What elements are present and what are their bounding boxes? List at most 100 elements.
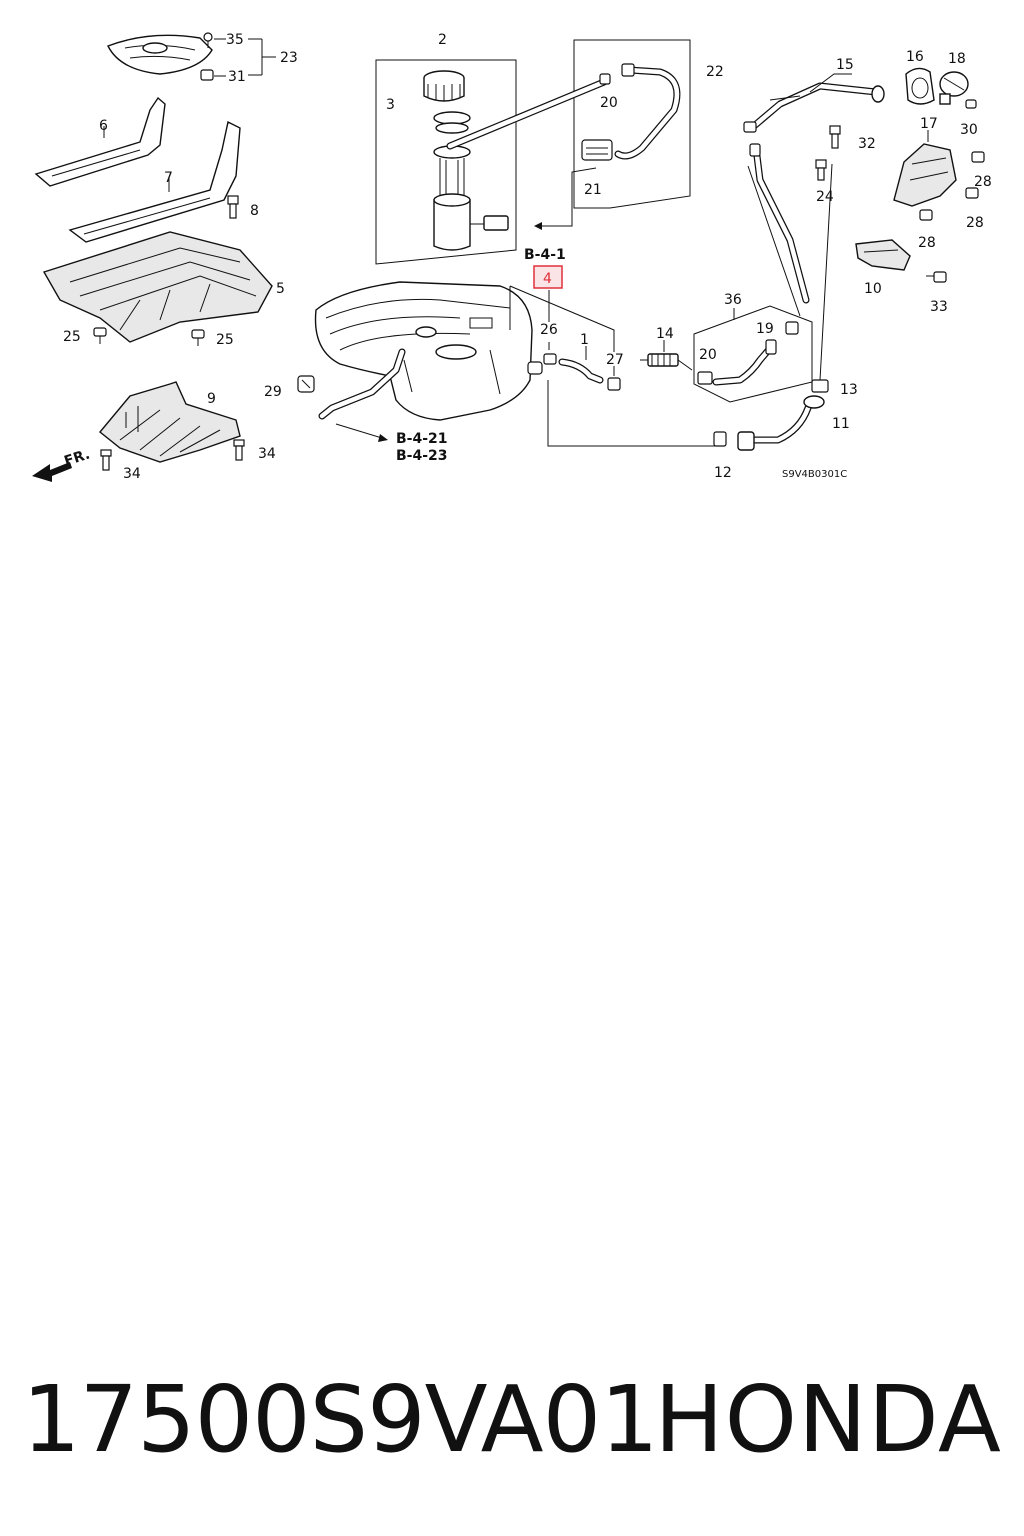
label-2: 2 (438, 32, 447, 48)
diagram-code: S9V4B0301C (782, 469, 847, 480)
label-29: 29 (264, 384, 282, 400)
label-33: 33 (930, 299, 948, 315)
part-23-heat-shield (107, 34, 213, 75)
label-6: 6 (99, 118, 108, 134)
bolt-35 (203, 32, 213, 48)
parts-diagram: 35 23 31 6 7 8 5 25 25 9 34 34 2 3 22 20… (0, 0, 1024, 500)
label-28-c: 28 (918, 235, 936, 251)
label-24: 24 (816, 189, 834, 205)
label-3: 3 (386, 97, 395, 113)
part-6-strap (34, 96, 166, 187)
clip-20-lower (697, 371, 713, 385)
label-16: 16 (906, 49, 924, 65)
part-16-ring (905, 67, 935, 105)
label-8: 8 (250, 203, 259, 219)
part-29-clip (297, 375, 315, 393)
label-20-top: 20 (600, 95, 618, 111)
label-25-right: 25 (216, 332, 234, 348)
fuel-pump-module (433, 145, 509, 251)
leaders-23 (214, 38, 276, 77)
front-label: FR. (62, 447, 92, 470)
part-2-lock-ring (423, 70, 465, 102)
clip-25-left (93, 327, 107, 344)
part-10-bracket (855, 239, 911, 271)
filler-leaders (747, 73, 852, 381)
tank-group-leaders (509, 285, 615, 376)
label-34-left: 34 (123, 466, 141, 482)
part-5-under-cover (42, 231, 273, 343)
label-12: 12 (714, 465, 732, 481)
part-9-shield (99, 381, 241, 463)
label-10: 10 (864, 281, 882, 297)
part-18-cap (939, 71, 969, 105)
label-36: 36 (724, 292, 742, 308)
b41-arrow (534, 167, 597, 230)
label-11: 11 (832, 416, 850, 432)
part-26-nut (543, 353, 557, 365)
part-15-filler-pipe (743, 82, 885, 304)
label-31: 31 (228, 69, 246, 85)
label-34-right: 34 (258, 446, 276, 462)
nut-31 (200, 69, 214, 81)
label-30: 30 (960, 122, 978, 138)
ref-b41: B-4-1 (524, 247, 566, 263)
label-22: 22 (706, 64, 724, 80)
clip-20-top (599, 73, 611, 85)
bolt-34-left (100, 449, 112, 471)
part-17-bracket (893, 130, 957, 207)
clip-12 (713, 431, 727, 447)
part-36-pipe (712, 339, 777, 386)
part-14-filter (640, 340, 693, 371)
part-1-hose (558, 358, 604, 384)
label-28-a: 28 (974, 174, 992, 190)
bolt-8 (227, 195, 239, 219)
label-25-left: 25 (63, 329, 81, 345)
label-23: 23 (280, 50, 298, 66)
bolt-34-right (233, 439, 245, 461)
bolt-30 (965, 99, 977, 109)
ref-b423: B-4-23 (396, 448, 448, 464)
front-arrow-icon (32, 462, 72, 482)
label-9: 9 (207, 391, 216, 407)
label-20-lower: 20 (699, 347, 717, 363)
part-22-pipe (446, 63, 681, 160)
part-11-hose (737, 395, 825, 451)
label-5: 5 (276, 281, 285, 297)
parts-diagram-svg: 35 23 31 6 7 8 5 25 25 9 34 34 2 3 22 20… (32, 32, 992, 482)
fuel-pump-group-box (375, 59, 517, 265)
part-3-gasket (433, 111, 471, 134)
clip-25-right (191, 329, 205, 346)
label-17: 17 (920, 116, 938, 132)
part-7-strap (68, 120, 241, 243)
part-27-clamp (607, 377, 621, 391)
bolt-32 (829, 125, 841, 149)
label-18: 18 (948, 51, 966, 67)
arrow-b421 (335, 423, 388, 442)
part-4-fuel-tank (314, 281, 533, 421)
label-14: 14 (656, 326, 674, 342)
bolt-24 (815, 159, 827, 181)
label-4: 4 (543, 271, 552, 287)
ref-b421: B-4-21 (396, 431, 448, 447)
bolt-28-c (919, 209, 933, 221)
clip-19 (785, 321, 799, 335)
label-21: 21 (584, 182, 602, 198)
label-1: 1 (580, 332, 589, 348)
label-15: 15 (836, 57, 854, 73)
tank-cap-fitting (527, 361, 543, 375)
label-13: 13 (840, 382, 858, 398)
leader-12 (547, 380, 718, 447)
footer: 17500S9VA01 HONDA (0, 1360, 1024, 1480)
brand-name: HONDA (654, 1366, 1002, 1473)
label-28-b: 28 (966, 215, 984, 231)
label-19: 19 (756, 321, 774, 337)
clip-21 (581, 139, 613, 161)
clip-13 (811, 379, 829, 393)
bolt-28-a (971, 151, 985, 163)
label-35: 35 (226, 32, 244, 48)
label-26: 26 (540, 322, 558, 338)
tank-pipe-b421 (318, 348, 406, 420)
bolt-33 (926, 271, 947, 283)
highlight-part-4 (533, 265, 563, 289)
part-22-group-box (573, 39, 691, 209)
